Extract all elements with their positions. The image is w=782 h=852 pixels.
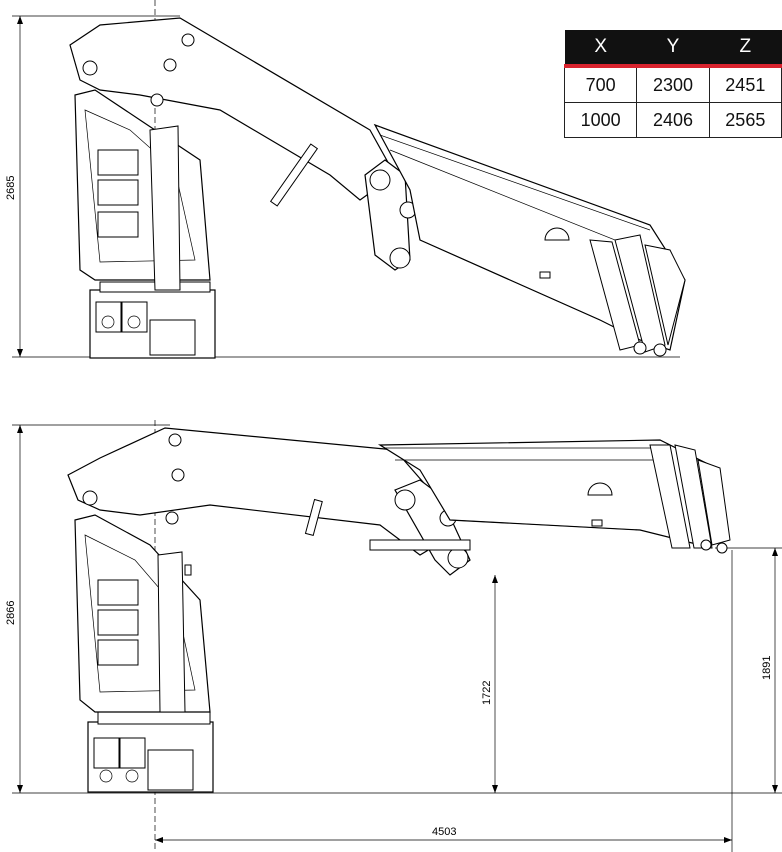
mid-height-dim: 1722	[481, 681, 493, 705]
table-cell: 2406	[636, 102, 710, 138]
table-row: 1000 2406 2565	[563, 102, 782, 138]
table-cell: 700	[563, 65, 638, 103]
table-cell: 2300	[636, 65, 710, 103]
header-z: Z	[709, 30, 782, 68]
table-cell: 2451	[708, 65, 782, 103]
right-height-dim: 1891	[761, 656, 773, 680]
header-x: X	[564, 30, 637, 68]
dimension-table: X Y Z 700 2300 2451 1000 2406 2565	[563, 30, 782, 138]
table-cell: 1000	[563, 102, 638, 138]
reach-dim: 4503	[432, 826, 456, 838]
top-crane-view: 2685	[5, 0, 686, 359]
header-y: Y	[636, 30, 710, 68]
bottom-crane-view: 2866 1722 1891 4503	[5, 420, 782, 852]
table-row: 700 2300 2451	[563, 65, 782, 103]
bottom-height-dim: 2866	[5, 601, 17, 625]
top-height-dim: 2685	[5, 176, 17, 200]
table-cell: 2565	[708, 102, 782, 138]
table-header-row: X Y Z	[564, 30, 782, 68]
